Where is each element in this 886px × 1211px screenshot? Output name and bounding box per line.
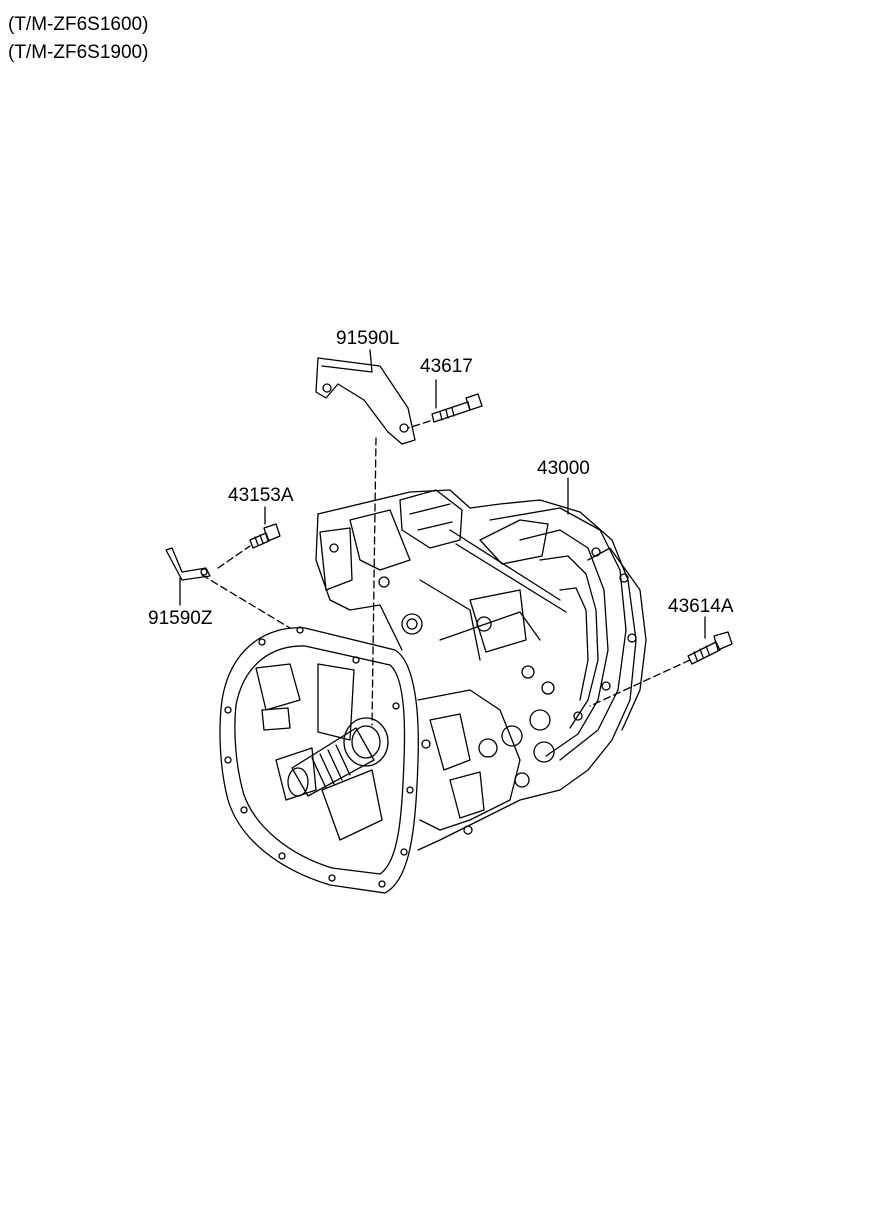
bracket-91590L (315, 357, 416, 445)
input-shaft (287, 717, 389, 797)
part-label-43614A: 43614A (668, 596, 734, 617)
transmission-assembly (219, 489, 647, 894)
flange-bolt-holes (224, 626, 414, 888)
bolt-43617 (431, 393, 483, 423)
part-label-91590L: 91590L (336, 328, 400, 349)
part-label-43153A: 43153A (228, 485, 294, 506)
part-label-43000: 43000 (537, 458, 590, 479)
model-label-1: (T/M-ZF6S1600) (8, 14, 149, 35)
model-label-2: (T/M-ZF6S1900) (8, 42, 149, 63)
alignment-lines (201, 420, 691, 726)
bolt-43614A (687, 631, 733, 665)
part-label-43617: 43617 (420, 356, 473, 377)
bracket-91590Z (165, 547, 211, 581)
bolt-43153A (249, 523, 281, 549)
part-label-91590Z: 91590Z (148, 608, 213, 629)
